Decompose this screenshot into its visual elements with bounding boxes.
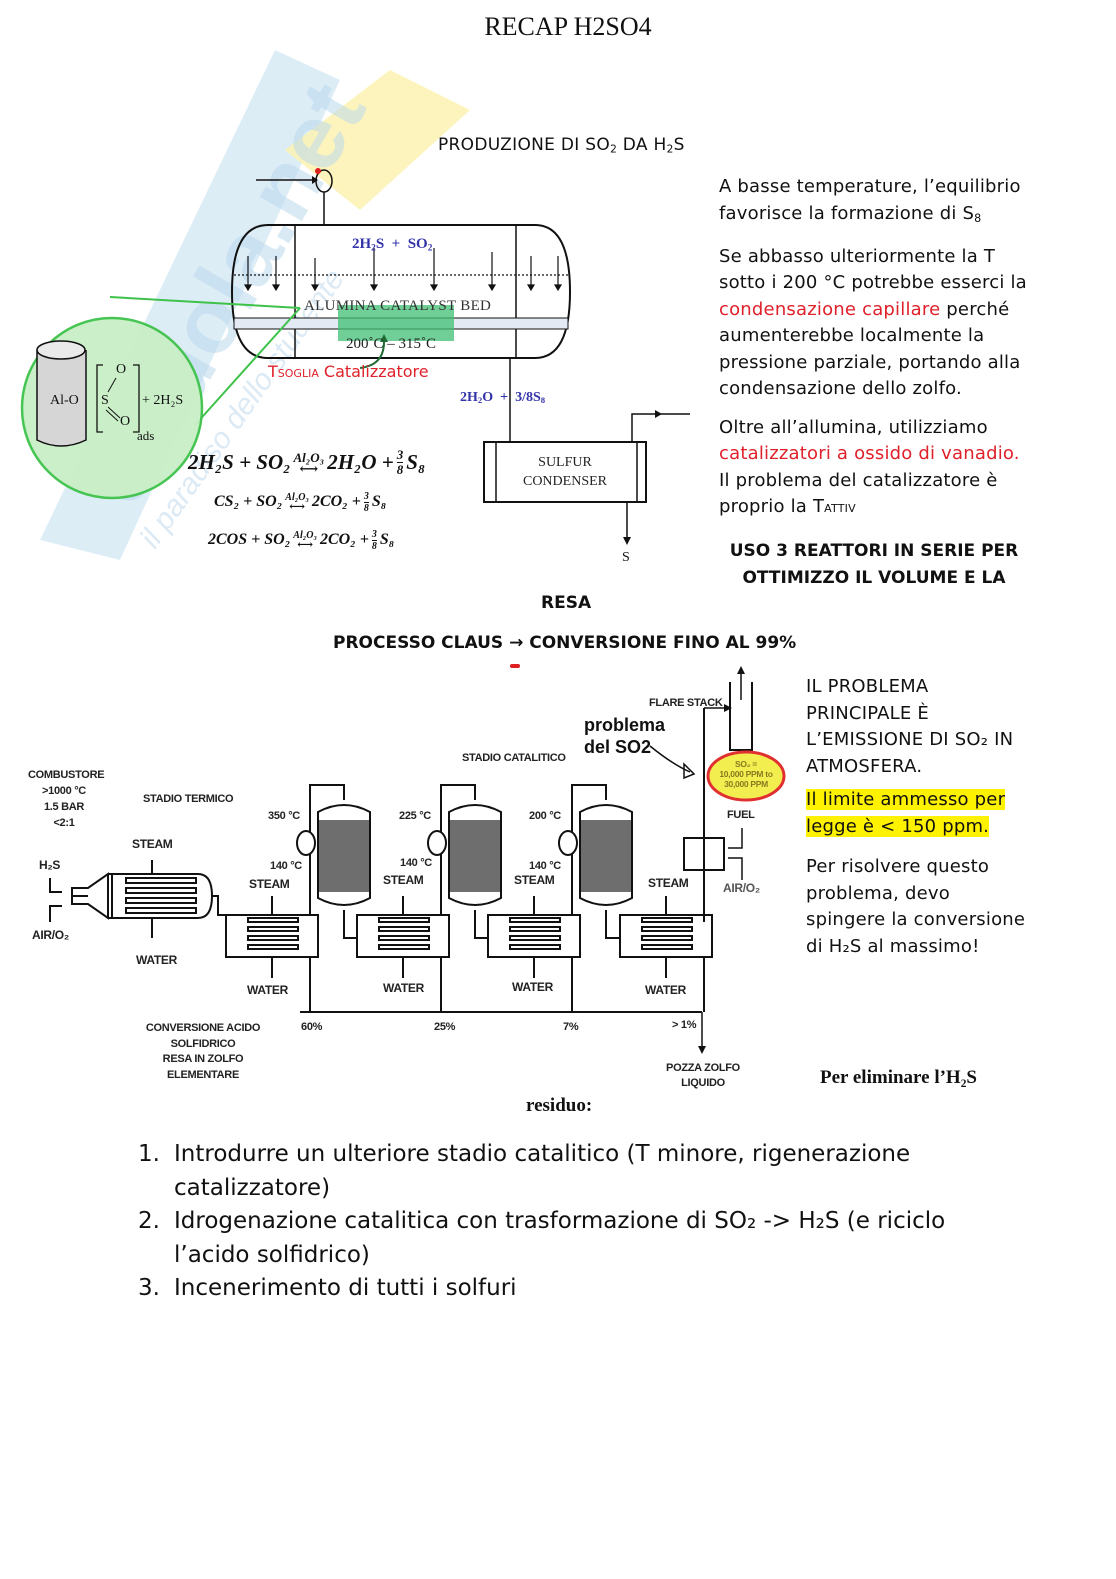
steam-label-2: STEAM [383, 873, 424, 887]
legal-limit-highlight: Il limite ammesso per [806, 789, 1006, 810]
red-mark [510, 664, 520, 668]
sulfur-pit-label: POZZA ZOLFO LIQUIDO [666, 1062, 740, 1089]
flare-stack [729, 682, 753, 751]
sulfur-condenser [483, 441, 647, 503]
air-incinerator-label: AIR/O₂ [723, 881, 760, 895]
conversion-stage-1: 60% [301, 1021, 323, 1033]
steam-label-thermal: STEAM [132, 837, 173, 851]
air-inlet [49, 905, 62, 922]
notes-equilibrium: A basse temperature, l’equilibrio favori… [719, 174, 1059, 523]
catalyst-packing [319, 820, 369, 892]
notes-three-reactors: USO 3 REATTORI IN SERIE PER OTTIMIZZO IL… [729, 541, 1019, 588]
inlet-temp-1: 350 °C [268, 810, 300, 822]
list-item: 2.Idrogenazione catalitica con trasforma… [138, 1208, 946, 1268]
reactor-feed-label: 2H2S + SO2 [352, 236, 433, 254]
notes-emission: IL PROBLEMA PRINCIPALE È L’EMISSIONE DI … [806, 674, 1046, 960]
outlet-temp-3: 140 °C [529, 860, 561, 872]
inlet-arrow [312, 176, 318, 184]
zoom-connector-top [109, 296, 301, 309]
residue-heading-b: residuo: [526, 1095, 593, 1116]
sulfur-output-label: S [622, 550, 630, 565]
catalyst-bed-label: ALUMINA CATALYST BED [304, 298, 492, 314]
list-item: 3.Incenerimento di tutti i solfuri [138, 1275, 517, 1301]
list-item: 1.Introdurre un ulteriore stadio catalit… [138, 1141, 911, 1201]
condenser-gas-outlet [631, 413, 690, 442]
outlet-temp-2: 140 °C [400, 857, 432, 869]
flow-arrows [243, 248, 563, 292]
catalytic-stage-label: STADIO CATALITICO [462, 752, 566, 764]
water-label-thermal: WATER [136, 953, 177, 967]
temperature-range: 200˚C – 315˚C [346, 336, 436, 352]
reheater-icon [427, 830, 447, 856]
so2-emission-value: SO₂ = 10,000 PPM to 30,000 PPM [719, 759, 773, 789]
reheater-icon [558, 830, 578, 856]
oxygen-atom-label-1: O [116, 362, 127, 377]
catalyst-packing [450, 820, 500, 892]
threshold-temperature-label: TSOGLIA Catalizzatore [268, 362, 429, 381]
reactor-vessel [230, 224, 572, 359]
reactor-product-label: 2H2O + 3/8S8 [460, 390, 546, 406]
inlet-temp-2: 225 °C [399, 810, 431, 822]
outlet-temp-1: 140 °C [270, 860, 302, 872]
section-title-claus: PROCESSO CLAUS → CONVERSIONE FINO AL 99% [333, 633, 797, 653]
reheater-icon [296, 830, 316, 856]
section-title-so2-production: PRODUZIONE DI SO2 DA H2S [438, 135, 685, 156]
exchangers [225, 784, 713, 1012]
catalyst-packing [581, 820, 631, 892]
combustor-conditions: COMBUSTORE >1000 °C 1.5 BAR <2:1 [28, 769, 105, 829]
bracket-left [96, 364, 103, 433]
h2s-inlet [49, 878, 62, 893]
water-label-3: WATER [512, 980, 553, 994]
vanadium-catalyst-highlight: catalizzatori a ossido di vanadio. [719, 443, 1020, 465]
conversion-stage-4: > 1% [672, 1019, 697, 1031]
sulfur-atom-label: S [101, 393, 109, 408]
air-feed-label: AIR/O₂ [32, 928, 69, 942]
conversion-caption: CONVERSIONE ACIDO SOLFIDRICO RESA IN ZOL… [145, 1022, 261, 1081]
threshold-arrow [359, 339, 386, 369]
alumina-surface-label: Al-O [50, 393, 79, 408]
thermal-stage-label: STADIO TERMICO [143, 793, 234, 805]
h2s-reactant-label: + 2H₂S [142, 393, 184, 408]
steam-label-3: STEAM [514, 873, 555, 887]
water-label-1: WATER [247, 983, 288, 997]
adsorbed-subscript: ads [137, 428, 155, 443]
burner-flame-icon [315, 168, 321, 174]
conversion-stage-2: 25% [434, 1021, 456, 1033]
sulfur-condenser-label: SULFUR CONDENSER [522, 455, 607, 489]
so2-problem-annotation: problema del SO2 [584, 715, 666, 757]
converters [296, 804, 633, 939]
bracket-right [133, 364, 140, 433]
water-label-4: WATER [645, 983, 686, 997]
water-label-2: WATER [383, 981, 424, 995]
alumina-pellet [36, 350, 87, 447]
incinerator [683, 837, 725, 871]
catalyst-highlight [338, 305, 454, 341]
page-title: RECAP H2SO4 [484, 12, 652, 41]
claus-process-diagram [49, 666, 786, 1054]
flare-arrow [737, 666, 745, 674]
annotation-arrow [649, 745, 691, 773]
solution-list: 1.Introdurre un ulteriore stadio catalit… [138, 1138, 945, 1306]
oxygen-atom-label-2: O [120, 414, 131, 429]
residue-heading-a: Per eliminare l’H₂S [820, 1067, 977, 1088]
steam-label-4: STEAM [648, 876, 689, 890]
fuel-label: FUEL [727, 809, 755, 821]
claus-reactor-diagram [20, 168, 690, 545]
steam-label-1: STEAM [249, 877, 290, 891]
so2-emission-bubble [706, 750, 786, 802]
notes-three-reactors-resa: RESA [541, 593, 592, 613]
capillary-condensation-highlight: condensazione capillare [719, 298, 941, 320]
flare-stack-label: FLARE STACK [649, 697, 723, 709]
conversion-stage-3: 7% [563, 1021, 579, 1033]
zoom-connector-bottom [194, 307, 301, 426]
inlet-temp-3: 200 °C [529, 810, 561, 822]
h2s-feed-label: H₂S [39, 858, 61, 872]
